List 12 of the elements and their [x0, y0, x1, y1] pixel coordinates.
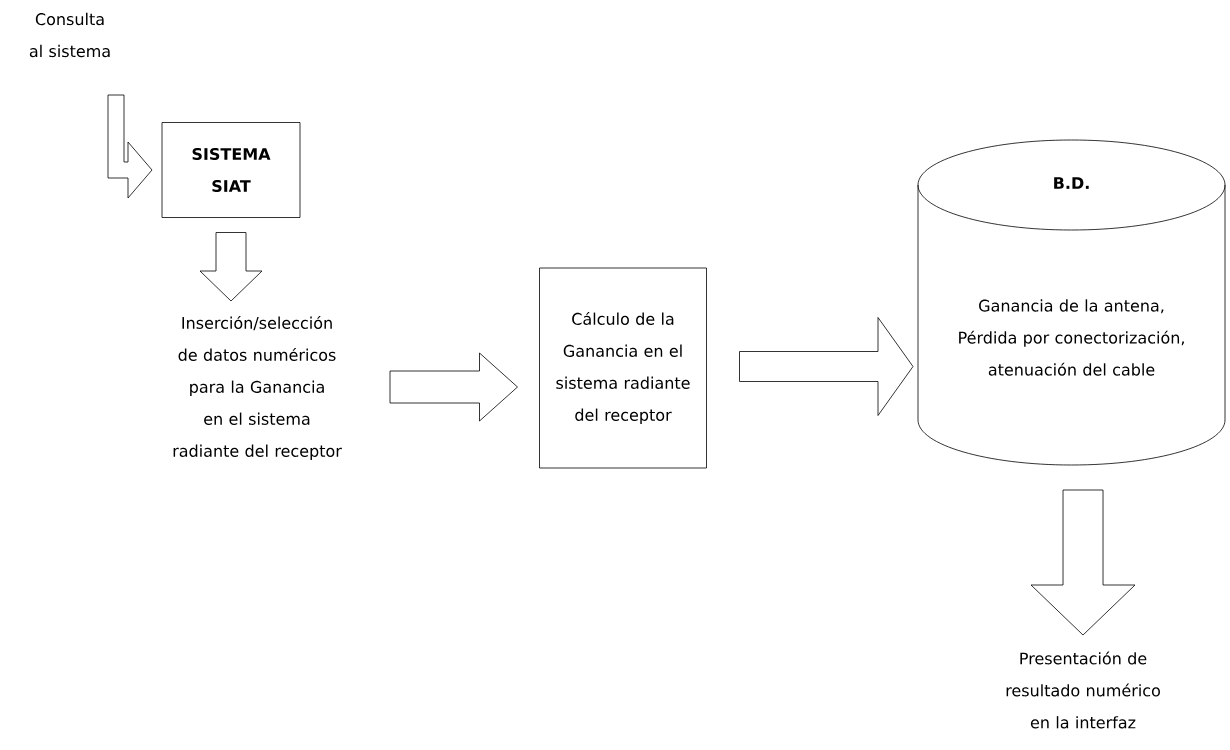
database-cylinder: B.D. Ganancia de la antena, Pérdida por conectorización, atenuación del cable	[917, 139, 1226, 466]
process-box: Cálculo de la Ganancia en el sistema radiante del receptor	[539, 267, 707, 469]
block-arrow	[107, 94, 153, 199]
step-label: Presentación de resultado numérico en la interfaz	[1006, 651, 1160, 729]
block-arrow	[1030, 489, 1136, 636]
step-label: Inserción/selección de datos numéricos para la Ganancia en el sistema radiante del receptor	[173, 315, 342, 461]
block-arrow	[739, 317, 914, 416]
node-label: Ganancia de la antena, Pérdida por conectorización, atenuación del cable	[959, 299, 1184, 376]
block-arrow	[389, 352, 518, 422]
block-arrow	[199, 232, 263, 302]
process-box: SISTEMA SIAT	[161, 122, 301, 218]
step-label: Consulta al sistema	[29, 12, 110, 58]
